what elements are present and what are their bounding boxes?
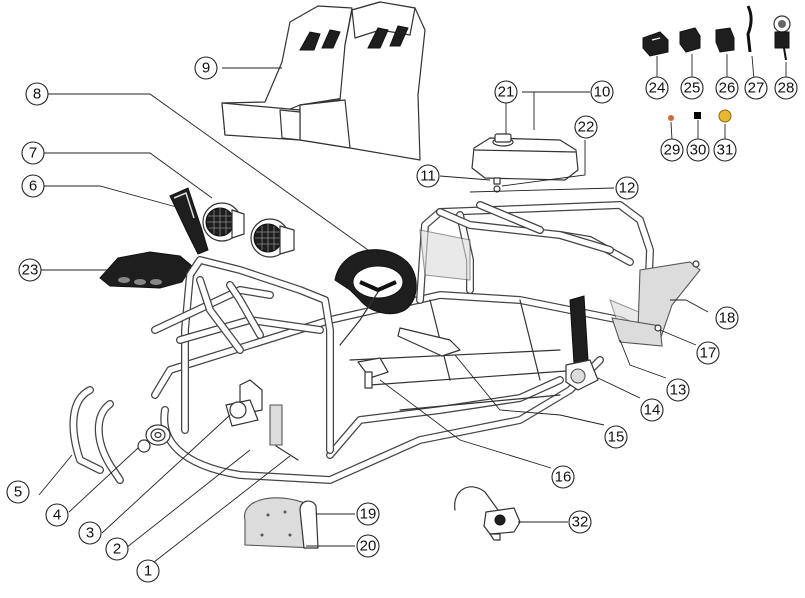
callout-4: 4 [45,503,69,527]
svg-text:9: 9 [202,60,210,77]
callout-27: 27 [744,76,768,100]
svg-text:21: 21 [498,84,515,101]
steering-wheel [334,249,417,346]
callout-9: 9 [194,56,218,80]
svg-text:10: 10 [594,84,611,101]
svg-text:2: 2 [113,541,121,558]
svg-text:17: 17 [700,345,717,362]
callout-20: 20 [356,534,380,558]
mirror [169,187,209,255]
svg-text:13: 13 [670,382,687,399]
callout-10: 10 [590,80,614,104]
dot-29 [668,115,674,121]
spring [137,424,171,453]
svg-text:1: 1 [144,563,152,580]
callout-13: 13 [666,378,690,402]
callout-19: 19 [356,502,380,526]
exhaust-pipes [69,386,124,484]
svg-text:25: 25 [684,80,701,97]
callout-1: 1 [136,559,160,583]
callout-18: 18 [715,306,739,330]
dot-30 [694,112,701,119]
pedals [225,327,461,461]
callout-22: 22 [574,115,598,139]
shock-bracket [565,295,599,391]
svg-text:4: 4 [53,507,61,524]
svg-text:22: 22 [578,119,595,136]
svg-text:6: 6 [29,178,37,195]
svg-text:12: 12 [619,180,636,197]
leader-lines [38,54,787,567]
callout-6: 6 [21,174,45,198]
switches [642,5,791,61]
regulator [454,486,521,541]
svg-text:7: 7 [29,145,37,162]
callout-17: 17 [696,341,720,365]
svg-text:14: 14 [644,402,661,419]
callout-28: 28 [774,76,798,100]
svg-text:19: 19 [360,506,377,523]
svg-text:15: 15 [608,429,625,446]
svg-text:5: 5 [14,484,22,501]
headlights [202,202,295,258]
callout-12: 12 [615,176,639,200]
chassis-frame [151,201,661,484]
callout-32: 32 [568,510,592,534]
seats [221,1,426,161]
callout-7: 7 [21,141,45,165]
callout-8: 8 [25,82,49,106]
callout-23: 23 [18,258,42,282]
svg-text:30: 30 [690,142,707,159]
dot-31 [718,109,732,123]
svg-text:26: 26 [719,80,736,97]
callout-15: 15 [604,425,628,449]
callout-3: 3 [78,521,102,545]
callout-29: 29 [660,138,684,162]
callout-5: 5 [6,480,30,504]
callout-11: 11 [416,164,440,188]
svg-text:24: 24 [649,80,666,97]
svg-text:8: 8 [33,86,41,103]
svg-text:3: 3 [86,525,94,542]
svg-text:29: 29 [664,142,681,159]
svg-text:20: 20 [360,538,377,555]
callout-25: 25 [680,76,704,100]
callout-31: 31 [713,138,737,162]
small-parts [668,109,732,123]
callout-21: 21 [494,80,518,104]
callouts: 1 2 3 4 5 6 7 8 9 10 11 12 13 14 15 16 1… [6,56,798,583]
callout-24: 24 [645,76,669,100]
rear-fenders [611,260,701,347]
svg-text:23: 23 [22,262,39,279]
callout-26: 26 [715,76,739,100]
callout-14: 14 [640,398,664,422]
svg-text:28: 28 [778,80,795,97]
svg-text:16: 16 [555,469,572,486]
svg-text:32: 32 [572,514,589,531]
callout-2: 2 [105,537,129,561]
callout-16: 16 [551,465,575,489]
callout-30: 30 [686,138,710,162]
svg-text:27: 27 [748,80,765,97]
mudflap [244,497,319,549]
svg-text:31: 31 [717,142,734,159]
svg-text:18: 18 [719,310,736,327]
fuel-tank [471,133,579,193]
light-bar [99,251,193,289]
svg-text:11: 11 [420,168,436,185]
